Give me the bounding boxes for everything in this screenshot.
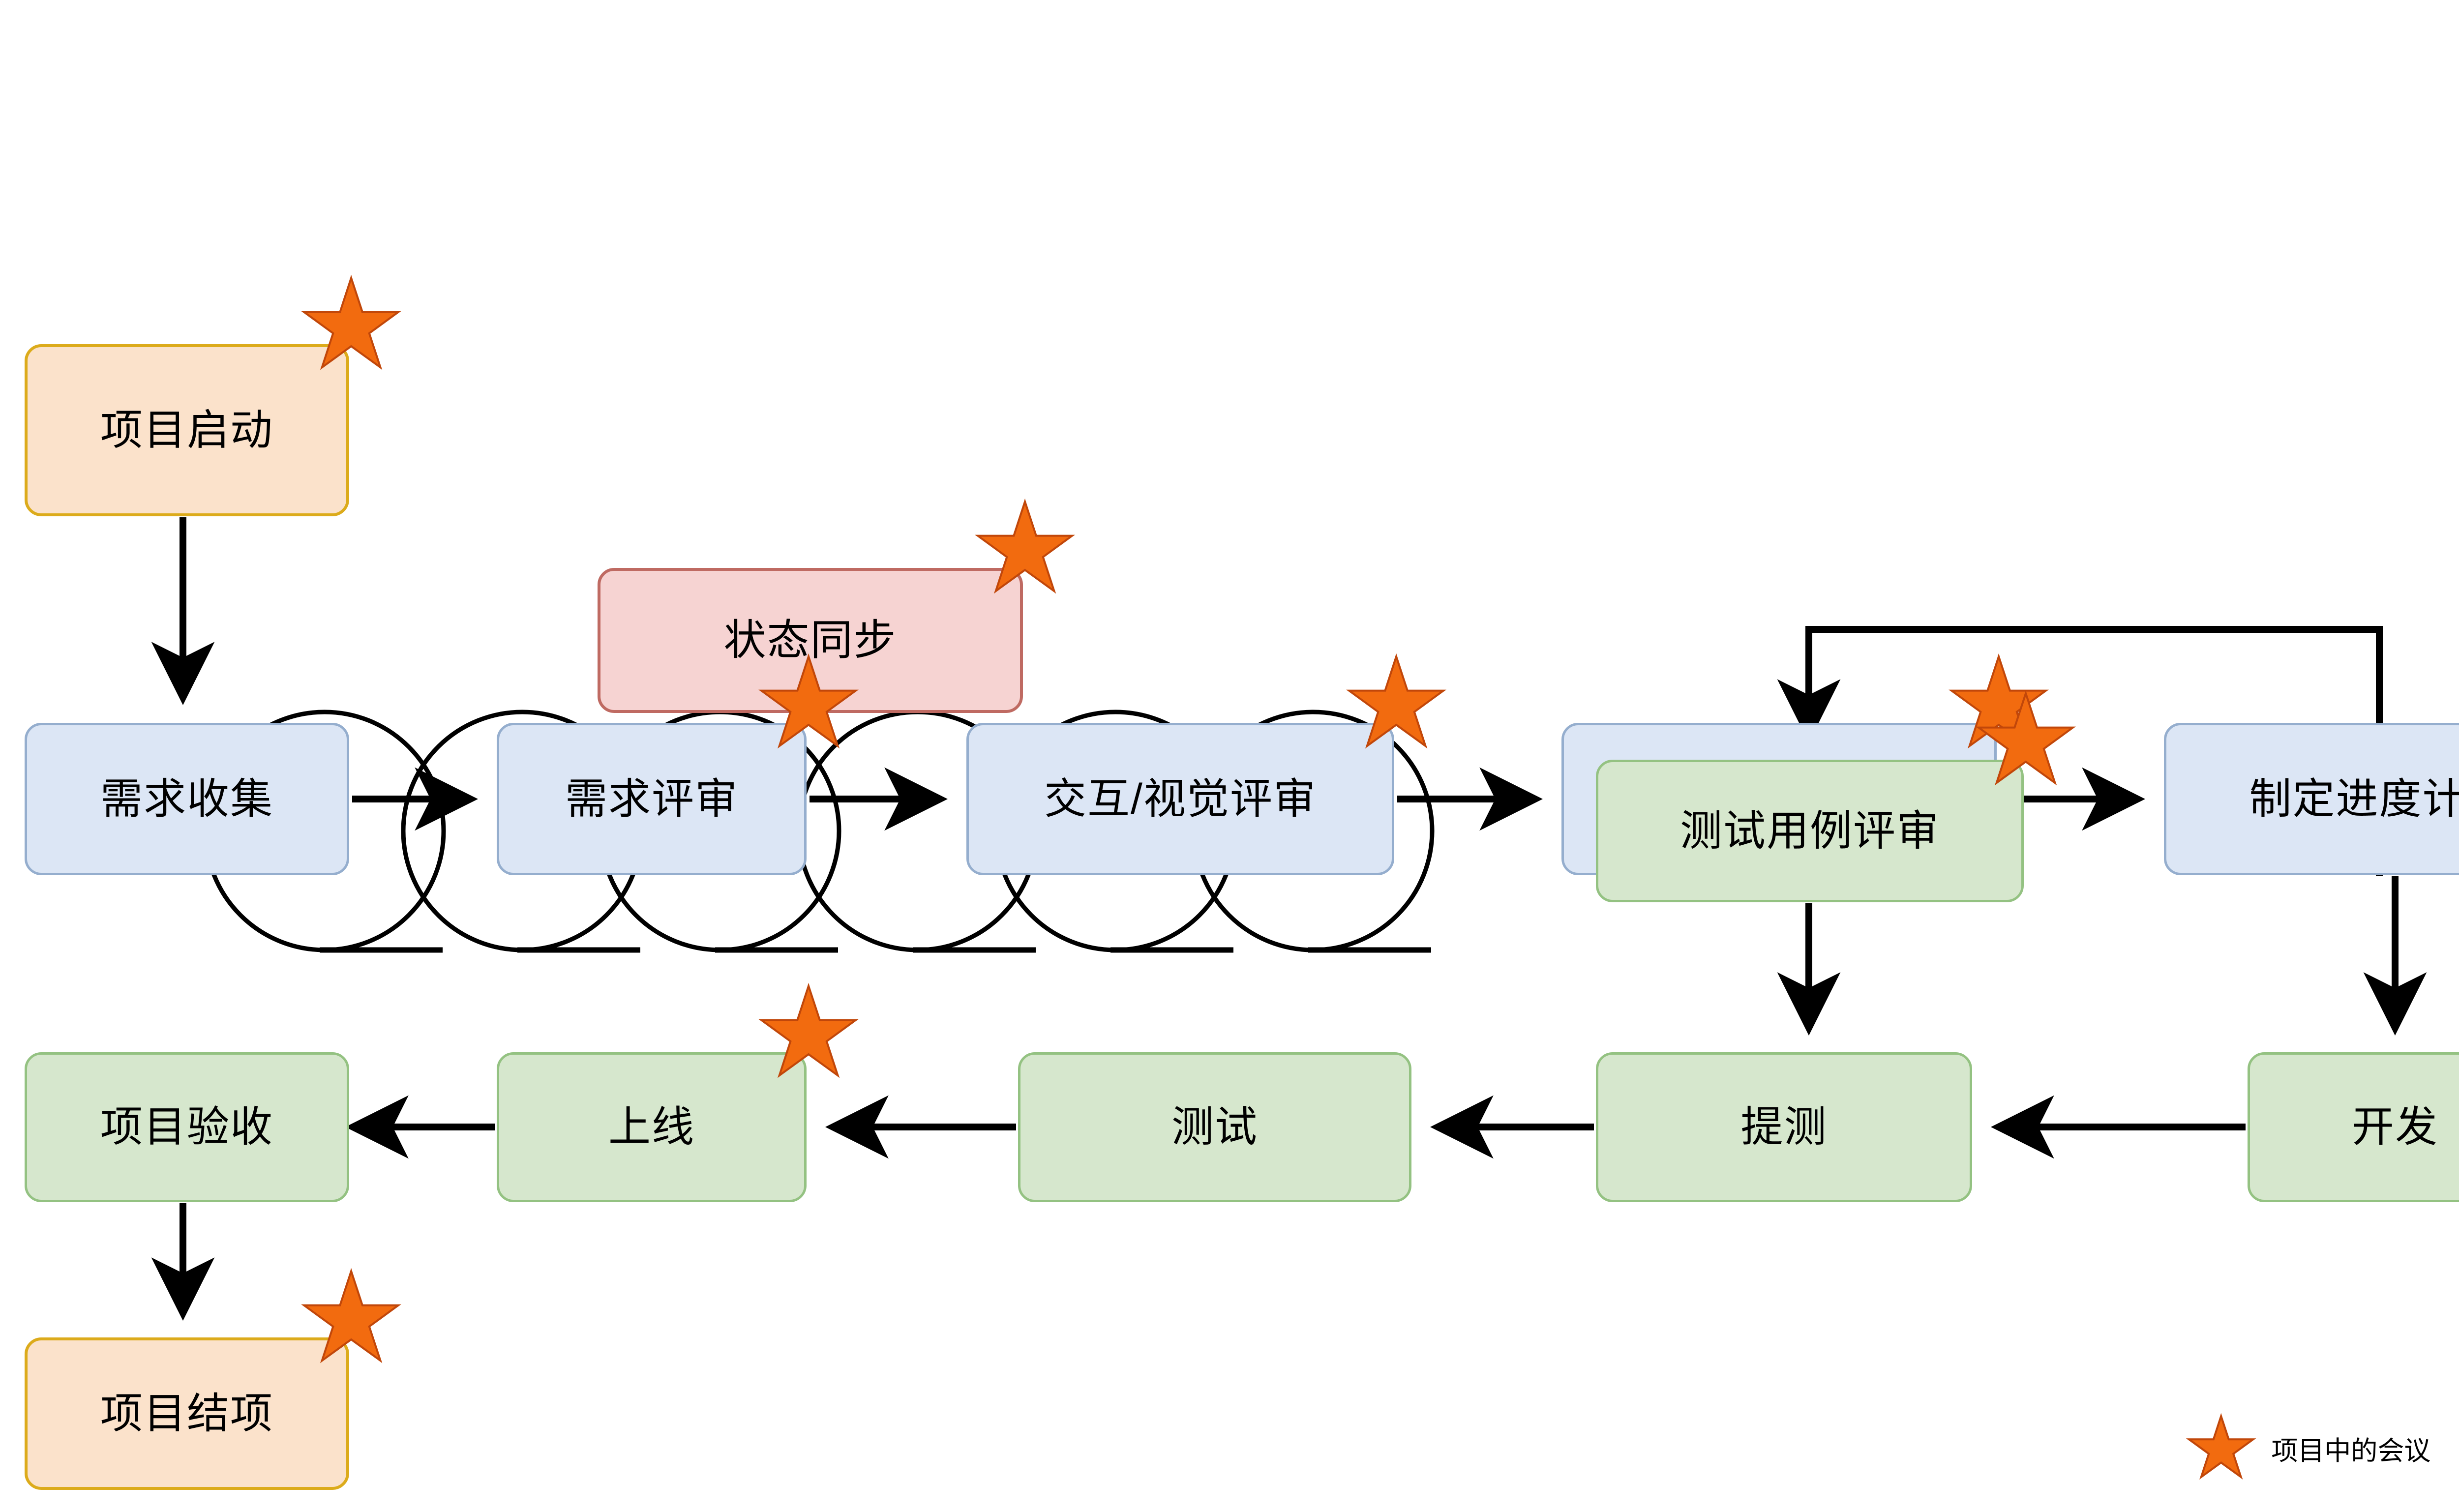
- node-testing[interactable]: 测试: [1018, 1052, 1411, 1202]
- node-label: 开发: [2352, 1103, 2438, 1151]
- node-label: 测试用例评审: [1680, 807, 1940, 855]
- node-label: 上线: [608, 1103, 695, 1151]
- node-submit-for-test[interactable]: 提测: [1596, 1052, 1972, 1202]
- node-go-live[interactable]: 上线: [497, 1052, 807, 1202]
- node-label: 项目验收: [100, 1103, 273, 1151]
- node-label: 制定进度计划: [2249, 775, 2459, 823]
- node-label: 需求收集: [100, 775, 273, 823]
- node-status-sync[interactable]: 状态同步: [598, 568, 1023, 713]
- node-label: 项目启动: [100, 406, 273, 454]
- legend: ★ 项目中的会议: [2183, 1401, 2431, 1495]
- node-ux-visual-review[interactable]: 交互/视觉评审: [966, 723, 1394, 875]
- node-schedule-plan[interactable]: 制定进度计划: [2164, 723, 2459, 875]
- node-label: 状态同步: [723, 617, 897, 664]
- node-label: 需求评审: [565, 775, 738, 823]
- node-project-acceptance[interactable]: 项目验收: [25, 1052, 349, 1202]
- node-label: 交互/视觉评审: [1044, 775, 1317, 823]
- node-project-closure[interactable]: 项目结项: [25, 1337, 349, 1490]
- node-label: 项目结项: [100, 1390, 273, 1437]
- legend-label: 项目中的会议: [2271, 1436, 2431, 1466]
- node-label: 提测: [1740, 1103, 1828, 1151]
- node-label: 测试: [1171, 1103, 1258, 1151]
- node-development[interactable]: 开发: [2248, 1052, 2459, 1202]
- node-requirements-review[interactable]: 需求评审: [497, 723, 807, 875]
- node-requirements-gather[interactable]: 需求收集: [25, 723, 349, 875]
- node-project-kickoff[interactable]: 项目启动: [25, 344, 349, 516]
- star-icon: ★: [2183, 1401, 2259, 1495]
- node-testcase-review[interactable]: 测试用例评审: [1596, 760, 2024, 902]
